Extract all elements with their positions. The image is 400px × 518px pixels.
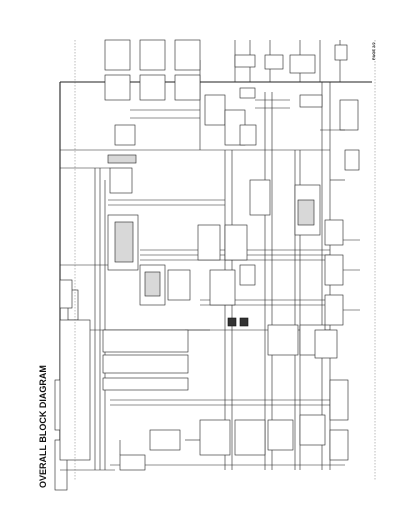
right-signal-blocks xyxy=(234,44,360,326)
signal-tick-marks xyxy=(60,99,360,471)
diagram-title: OVERALL BLOCK DIAGRAM xyxy=(38,365,48,488)
video-processing-group xyxy=(59,167,191,309)
page-reference: PAGE 2/2 xyxy=(371,42,376,60)
lower-signal-blocks xyxy=(119,379,349,471)
top-signal-blocks xyxy=(104,39,257,164)
middle-amplifier-blocks xyxy=(197,224,338,359)
section-dividers xyxy=(74,40,376,480)
